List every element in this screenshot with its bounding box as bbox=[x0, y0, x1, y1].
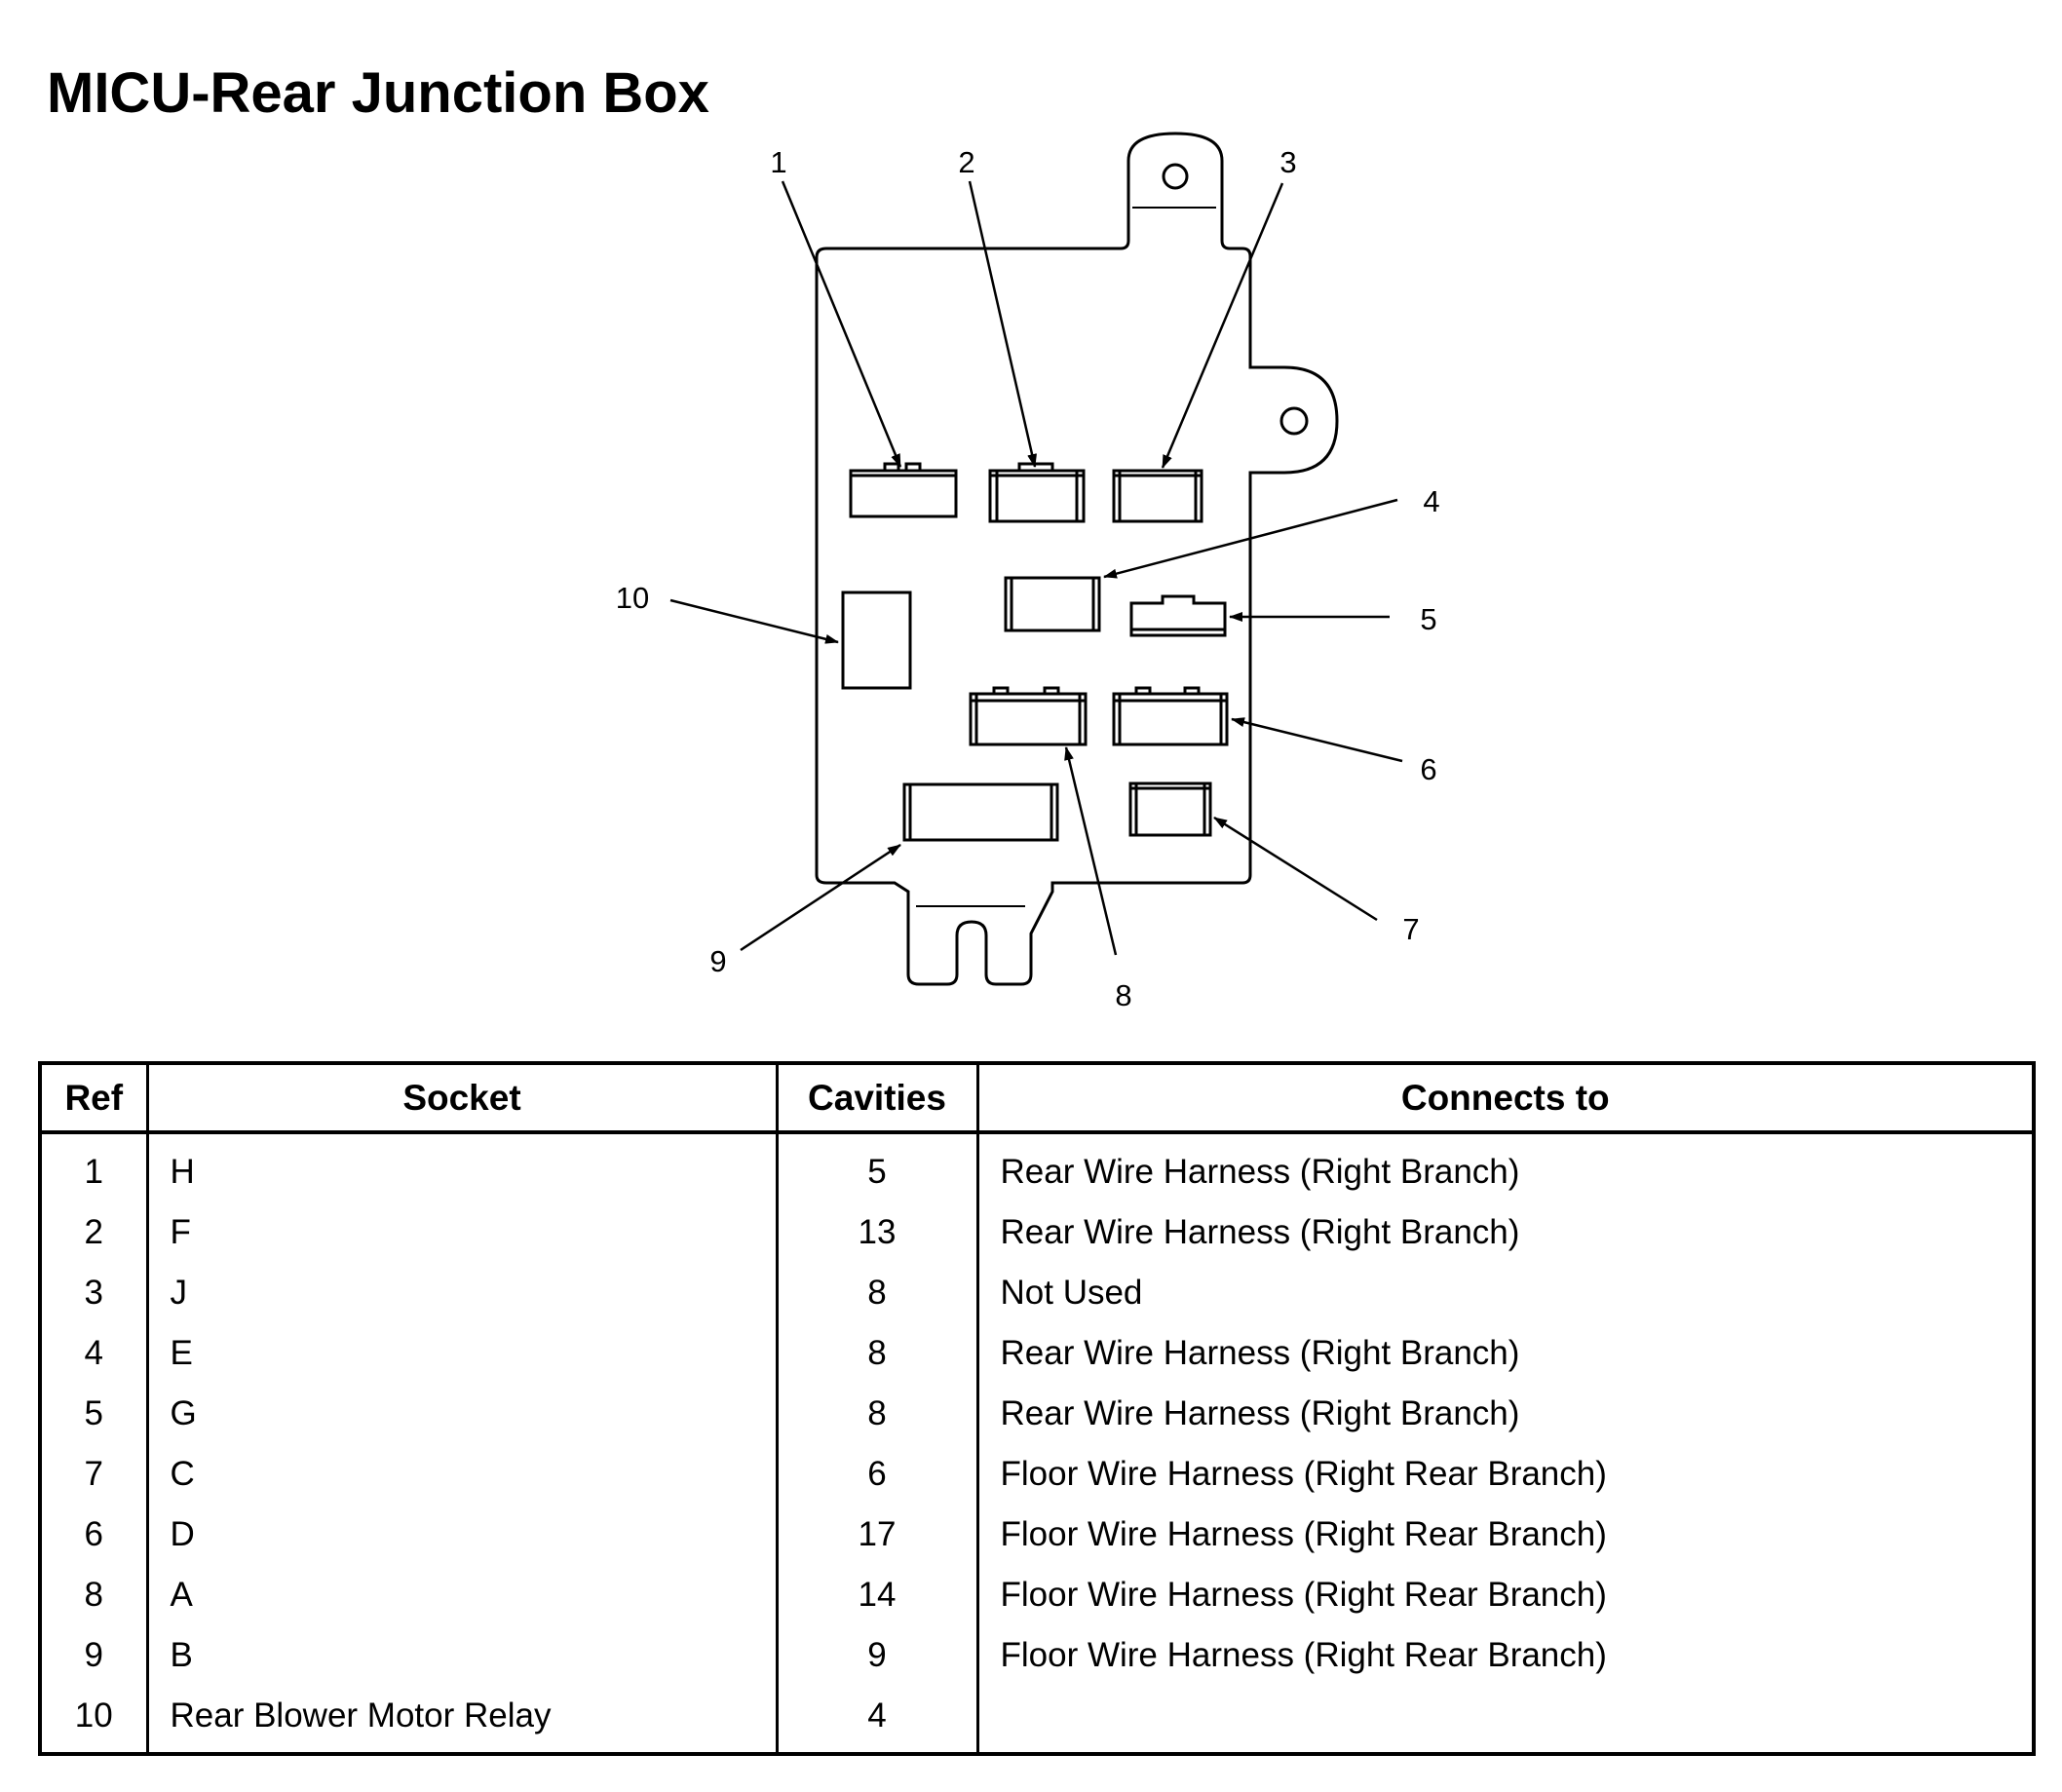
cell-cavities: 17 bbox=[777, 1505, 979, 1565]
leader-9 bbox=[740, 843, 901, 952]
cell-connects-to: Floor Wire Harness (Right Rear Branch) bbox=[1000, 1576, 1607, 1614]
socket-7 bbox=[1128, 782, 1212, 837]
table-row: 6 D 17 Floor Wire Harness (Right Rear Br… bbox=[40, 1505, 2034, 1565]
page-title: MICU-Rear Junction Box bbox=[47, 61, 709, 125]
side-mounting-hole bbox=[1279, 406, 1309, 436]
cell-ref: 3 bbox=[40, 1263, 149, 1323]
cell-socket: F bbox=[147, 1202, 779, 1263]
cell-socket: D bbox=[147, 1505, 779, 1565]
cell-socket: H bbox=[147, 1132, 779, 1202]
table-row: 7 C 6 Floor Wire Harness (Right Rear Bra… bbox=[40, 1444, 2034, 1505]
cell-cavities: 4 bbox=[777, 1686, 979, 1754]
cell-cavities: 6 bbox=[777, 1444, 979, 1505]
callout-5: 5 bbox=[1420, 602, 1436, 636]
table-row: 9 B 9 Floor Wire Harness (Right Rear Bra… bbox=[40, 1625, 2034, 1686]
top-mounting-hole bbox=[1162, 163, 1189, 190]
callout-8: 8 bbox=[1115, 978, 1131, 1012]
leader-lines bbox=[669, 180, 1403, 956]
callout-6: 6 bbox=[1420, 752, 1436, 786]
table-row: 1 H 5 Rear Wire Harness (Right Branch) bbox=[40, 1132, 2034, 1202]
cell-cavities: 8 bbox=[777, 1263, 979, 1323]
socket-9 bbox=[902, 782, 1059, 842]
callout-10: 10 bbox=[616, 581, 649, 615]
cell-socket: B bbox=[147, 1625, 779, 1686]
table-row: 4 E 8 Rear Wire Harness (Right Branch) bbox=[40, 1323, 2034, 1384]
cell-cavities: 9 bbox=[777, 1625, 979, 1686]
callout-1: 1 bbox=[770, 145, 786, 179]
cell-socket: Rear Blower Motor Relay bbox=[147, 1686, 779, 1754]
cell-socket: A bbox=[147, 1565, 779, 1625]
leader-1 bbox=[781, 180, 902, 468]
header-cavities: Cavities bbox=[777, 1063, 979, 1134]
cell-cavities: 5 bbox=[777, 1132, 979, 1202]
junction-box-diagram: 1 2 3 4 5 6 7 8 9 10 bbox=[616, 132, 1440, 1012]
table-row: 2 F 13 Rear Wire Harness (Right Branch) bbox=[40, 1202, 2034, 1263]
cell-connects-to: Rear Wire Harness (Right Branch) bbox=[1000, 1153, 1520, 1191]
callout-9: 9 bbox=[709, 944, 726, 978]
relay-10 bbox=[841, 591, 912, 690]
cell-socket: G bbox=[147, 1384, 779, 1444]
cell-ref: 8 bbox=[40, 1565, 149, 1625]
cell-ref: 10 bbox=[40, 1686, 149, 1754]
junction-box-outline bbox=[815, 132, 1339, 986]
socket-3 bbox=[1112, 469, 1203, 523]
header-connects-to: Connects to bbox=[977, 1063, 2034, 1134]
callout-4: 4 bbox=[1423, 484, 1439, 518]
cell-cavities: 14 bbox=[777, 1565, 979, 1625]
cell-connects-to: Not Used bbox=[1000, 1274, 1143, 1312]
header-socket: Socket bbox=[147, 1063, 779, 1134]
table-row: 10 Rear Blower Motor Relay 4 bbox=[40, 1686, 2034, 1754]
callout-2: 2 bbox=[958, 145, 974, 179]
cell-connects-to: Rear Wire Harness (Right Branch) bbox=[1000, 1334, 1520, 1372]
cell-cavities: 8 bbox=[777, 1384, 979, 1444]
socket-1 bbox=[849, 462, 958, 518]
cell-ref: 5 bbox=[40, 1384, 149, 1444]
socket-5 bbox=[1129, 594, 1227, 637]
cell-connects-to: Rear Wire Harness (Right Branch) bbox=[1000, 1394, 1520, 1432]
socket-8 bbox=[969, 686, 1088, 746]
cell-ref: 7 bbox=[40, 1444, 149, 1505]
leader-6 bbox=[1231, 717, 1403, 763]
callout-3: 3 bbox=[1279, 145, 1296, 179]
leader-10 bbox=[669, 598, 839, 644]
cell-ref: 9 bbox=[40, 1625, 149, 1686]
cell-ref: 4 bbox=[40, 1323, 149, 1384]
cell-ref: 2 bbox=[40, 1202, 149, 1263]
socket-4 bbox=[1004, 576, 1101, 632]
cell-ref: 6 bbox=[40, 1505, 149, 1565]
cell-socket: E bbox=[147, 1323, 779, 1384]
leader-2 bbox=[968, 180, 1037, 468]
connector-table: Ref Socket Cavities Connects to 1 H 5 Re… bbox=[38, 1061, 2036, 1756]
cell-connects-to: Floor Wire Harness (Right Rear Branch) bbox=[1000, 1636, 1607, 1674]
leader-7 bbox=[1213, 816, 1378, 922]
table-row: 3 J 8 Not Used bbox=[40, 1263, 2034, 1323]
cell-ref: 1 bbox=[40, 1132, 149, 1202]
cell-connects-to: Floor Wire Harness (Right Rear Branch) bbox=[1000, 1515, 1607, 1553]
leader-8 bbox=[1064, 746, 1118, 956]
table-row: 8 A 14 Floor Wire Harness (Right Rear Br… bbox=[40, 1565, 2034, 1625]
cell-cavities: 13 bbox=[777, 1202, 979, 1263]
cell-connects-to: Rear Wire Harness (Right Branch) bbox=[1000, 1213, 1520, 1251]
cell-cavities: 8 bbox=[777, 1323, 979, 1384]
header-ref: Ref bbox=[40, 1063, 149, 1134]
socket-6 bbox=[1112, 686, 1229, 746]
leader-3 bbox=[1161, 182, 1284, 469]
leader-4 bbox=[1103, 498, 1398, 579]
cell-socket: J bbox=[147, 1263, 779, 1323]
cell-connects-to: Floor Wire Harness (Right Rear Branch) bbox=[1000, 1455, 1607, 1493]
table-header-row: Ref Socket Cavities Connects to bbox=[40, 1063, 2034, 1134]
cell-connects-to bbox=[977, 1686, 2034, 1754]
table-row: 5 G 8 Rear Wire Harness (Right Branch) bbox=[40, 1384, 2034, 1444]
socket-2 bbox=[988, 462, 1086, 523]
cell-socket: C bbox=[147, 1444, 779, 1505]
callout-7: 7 bbox=[1402, 912, 1419, 946]
